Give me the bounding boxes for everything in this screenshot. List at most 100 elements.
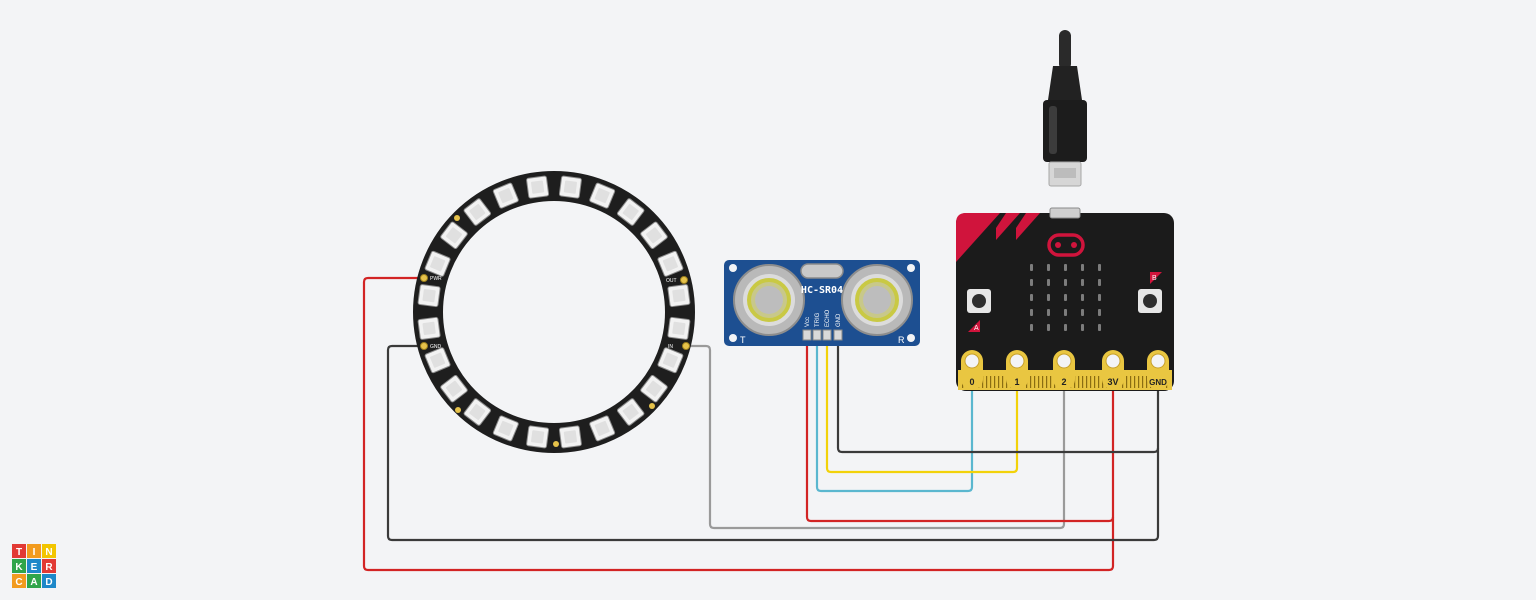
ring-pad-power[interactable] — [420, 274, 428, 282]
button-a[interactable] — [967, 289, 991, 313]
mount-hole — [907, 264, 915, 272]
logo-tile — [27, 559, 41, 573]
logo-letter: I — [33, 547, 36, 558]
transmitter-transducer — [733, 264, 805, 336]
wire-gray-ring-data[interactable] — [686, 344, 1066, 530]
matrix-led — [1047, 309, 1050, 316]
neopixel-led — [558, 425, 582, 449]
logo-letter: N — [45, 547, 52, 558]
ring-pixels — [417, 175, 691, 449]
edge-tooth — [986, 376, 988, 388]
microbit-logo-dot — [1071, 242, 1077, 248]
sensor-pin-echo[interactable] — [822, 329, 832, 341]
sensor-pin-vcc[interactable] — [802, 329, 812, 341]
ring-solder-dot — [553, 441, 559, 447]
pin-pad-1[interactable] — [1006, 350, 1028, 390]
led-matrix — [1030, 264, 1101, 331]
matrix-led — [1098, 279, 1101, 286]
neopixel-led — [616, 198, 645, 226]
mount-hole — [907, 334, 915, 342]
edge-tooth — [982, 376, 984, 388]
wire-red-ring-power[interactable] — [362, 276, 1115, 572]
ring-pad-data-out[interactable] — [680, 276, 688, 284]
matrix-led — [1030, 279, 1033, 286]
neopixel-led — [463, 398, 492, 426]
edge-tooth — [1050, 376, 1052, 388]
edge-tooth — [1042, 376, 1044, 388]
matrix-led — [1081, 324, 1084, 331]
ring-pad-ground[interactable] — [420, 342, 428, 350]
microbit[interactable]: A B 0 1 2 — [956, 207, 1174, 391]
usb-cable-wire — [1059, 30, 1071, 70]
ring-solder-dot — [454, 215, 460, 221]
edge-tooth — [990, 376, 992, 388]
matrix-led — [1081, 279, 1084, 286]
sensor-pin-gnd[interactable] — [833, 329, 843, 341]
neopixel-led — [657, 347, 684, 374]
pin-label-0: 0 — [969, 377, 974, 387]
ring-pad-power-label: PWR — [430, 276, 442, 282]
logo-tile — [27, 544, 41, 558]
matrix-led — [1064, 294, 1067, 301]
pin-pad-gnd[interactable] — [1147, 350, 1169, 390]
edge-tooth — [1046, 376, 1048, 388]
button-a-label: A — [974, 325, 979, 332]
crystal — [800, 263, 844, 279]
logo-letter: A — [30, 577, 37, 588]
ultrasonic-sensor[interactable]: HC-SR04 T R Vcc TRIG ECHO GND — [724, 260, 920, 346]
sensor-title: HC-SR04 — [801, 285, 843, 296]
wire-blue-sensor-trig[interactable] — [815, 332, 974, 493]
neopixel-led — [667, 284, 691, 308]
edge-tooth — [1134, 376, 1136, 388]
neopixel-led — [526, 175, 550, 199]
button-b-label: B — [1152, 275, 1157, 282]
edge-tooth — [1034, 376, 1036, 388]
logo-tile — [12, 544, 26, 558]
neopixel-led — [526, 425, 550, 449]
matrix-led — [1081, 294, 1084, 301]
ring-solder-dot — [455, 407, 461, 413]
edge-tooth — [1002, 376, 1004, 388]
ring-pad-data-in[interactable] — [682, 342, 690, 350]
logo-tile — [27, 574, 41, 588]
edge-tooth — [1146, 376, 1148, 388]
pin-pad-0[interactable] — [961, 350, 983, 390]
neopixel-led — [463, 198, 492, 226]
edge-tooth — [1130, 376, 1132, 388]
sensor-pin-trig[interactable] — [812, 329, 822, 341]
sensor-pin-label-trig: TRIG — [815, 312, 821, 327]
usb-strain-relief — [1048, 66, 1082, 100]
edge-tooth — [1074, 376, 1076, 388]
microbit-logo-dot — [1055, 242, 1061, 248]
matrix-led — [1047, 324, 1050, 331]
wire-red-sensor-vcc[interactable] — [805, 332, 1115, 523]
microbit-red-stripe — [996, 213, 1020, 240]
edge-tooth — [1082, 376, 1084, 388]
button-b[interactable] — [1138, 289, 1162, 313]
microbit-board — [956, 213, 1174, 391]
edge-tooth — [998, 376, 1000, 388]
matrix-led — [1098, 309, 1101, 316]
edge-tooth — [1078, 376, 1080, 388]
edge-tooth — [1038, 376, 1040, 388]
logo-tile — [12, 559, 26, 573]
matrix-led — [1064, 279, 1067, 286]
usb-cable[interactable] — [1043, 30, 1087, 187]
pin-label-1: 1 — [1014, 377, 1019, 387]
wire-black-sensor-gnd[interactable] — [836, 332, 1160, 454]
microbit-logo — [1047, 233, 1085, 257]
matrix-led — [1081, 309, 1084, 316]
pin-pad-3v[interactable] — [1102, 350, 1124, 390]
logo-tile — [42, 544, 56, 558]
edge-tooth — [1090, 376, 1092, 388]
ring-pad-data-out-label: OUT — [666, 278, 677, 284]
edge-tooth — [1138, 376, 1140, 388]
wire-black-ring-ground[interactable] — [386, 344, 1160, 542]
neopixel-led — [417, 284, 441, 308]
pin-pad-2[interactable] — [1053, 350, 1075, 390]
wire-yellow-sensor-echo[interactable] — [825, 332, 1019, 474]
matrix-led — [1064, 264, 1067, 271]
